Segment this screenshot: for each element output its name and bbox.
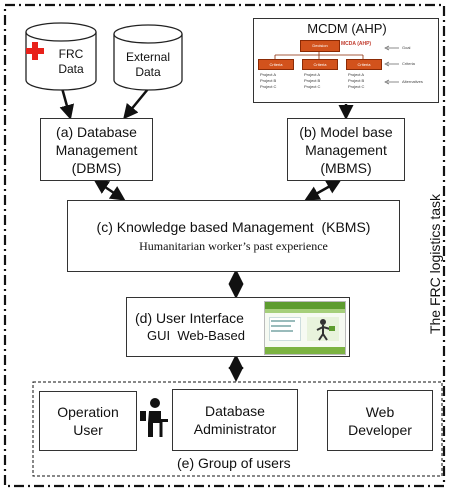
arrow-dbms-kbms: [93, 179, 126, 201]
frc-logistics-task-label-wrap: The FRC logistics task: [427, 179, 447, 349]
mcdm-criteria-node-1: Criteria: [258, 59, 294, 70]
red-cross-icon: [26, 42, 44, 60]
mbms-box: (b) Model base Management (MBMS): [287, 118, 405, 181]
web-developer-box: Web Developer: [327, 390, 433, 451]
web-header-bar: [265, 302, 345, 309]
frc-logistics-task-label: The FRC logistics task: [427, 193, 443, 335]
project-a: Project A: [260, 72, 277, 77]
dbms-line2: Management: [55, 141, 138, 158]
group-of-users-label: (e) Group of users: [177, 455, 291, 471]
arrow-mbms-kbms: [304, 179, 342, 201]
mcdm-side-goal: Goal: [402, 45, 411, 50]
frc-data-cylinder-icon: [25, 22, 97, 91]
frc-data-label: FRC Data: [58, 47, 84, 76]
web-footer-bar: [265, 347, 345, 354]
mcdm-goal-node: Decision: [300, 40, 340, 52]
web-text-lines-3: [271, 330, 293, 332]
kbms-box: (c) Knowledge based Management (KBMS) Hu…: [67, 200, 400, 272]
user-interface-box: (d) User Interface GUI Web-Based: [126, 297, 350, 357]
kbms-subtitle: Humanitarian worker’s past experience: [139, 239, 328, 253]
web-text-lines: [271, 320, 295, 322]
web-developer-label: Web Developer: [348, 403, 412, 438]
external-data-source: External Data: [113, 24, 183, 92]
mcdm-title: MCDM (AHP): [307, 21, 387, 36]
mbms-line3: (MBMS): [320, 159, 372, 176]
mcdm-box: MCDM (AHP) Decision MCDA (AHP) Criteria …: [253, 18, 439, 103]
project-a: Project A: [304, 72, 321, 77]
project-a: Project A: [348, 72, 365, 77]
database-administrator-box: Database Administrator: [172, 389, 298, 451]
mbms-line1: (b) Model base: [299, 123, 393, 140]
arrow-external-to-dbms: [123, 88, 149, 120]
mcdm-projects-col-1: Project A Project B Project C: [260, 72, 276, 90]
web-gui-screenshot: [264, 301, 346, 355]
mcdm-side-criteria: Criteria: [402, 61, 415, 66]
web-text-lines-2: [271, 325, 291, 327]
mcdm-criteria-node-3: Criteria: [346, 59, 382, 70]
dbms-box: (a) Database Management (DBMS): [40, 118, 153, 181]
project-b: Project B: [260, 78, 277, 83]
mbms-line2: Management: [305, 141, 387, 158]
mcdm-criteria-node-2: Criteria: [302, 59, 338, 70]
operation-user-box: Operation User: [39, 391, 137, 451]
project-c: Project C: [348, 84, 365, 89]
external-data-cylinder-icon: [113, 24, 183, 91]
external-data-label: External Data: [125, 50, 171, 79]
mcdm-connectors: [274, 45, 399, 85]
arrow-frc-to-dbms: [59, 87, 75, 120]
kbms-title: (c) Knowledge based Management (KBMS): [96, 219, 371, 235]
ui-title: (d) User Interface: [135, 310, 244, 326]
group-frame: [32, 381, 443, 477]
mcdm-projects-col-2: Project A Project B Project C: [304, 72, 320, 90]
mcdm-hierarchy: Decision MCDA (AHP) Criteria Criteria Cr…: [256, 38, 436, 100]
web-menu-bar: [265, 309, 345, 313]
project-c: Project C: [304, 84, 321, 89]
person-at-desk-icon: [140, 398, 168, 437]
mcdm-chart-title: MCDA (AHP): [341, 41, 372, 47]
project-b: Project B: [348, 78, 365, 83]
dbms-line3: (DBMS): [71, 159, 122, 176]
frc-data-source: FRC Data: [25, 22, 97, 92]
web-worker-figure-icon: [307, 317, 339, 341]
database-administrator-label: Database Administrator: [193, 403, 277, 437]
project-b: Project B: [304, 78, 321, 83]
mcdm-side-alternatives: Alternatives: [402, 79, 423, 84]
ui-subtitle: GUI Web-Based: [147, 328, 246, 343]
dbms-line1: (a) Database: [56, 123, 137, 140]
operation-user-label: Operation User: [57, 404, 119, 438]
mcdm-projects-col-3: Project A Project B Project C: [348, 72, 364, 90]
project-c: Project C: [260, 84, 277, 89]
